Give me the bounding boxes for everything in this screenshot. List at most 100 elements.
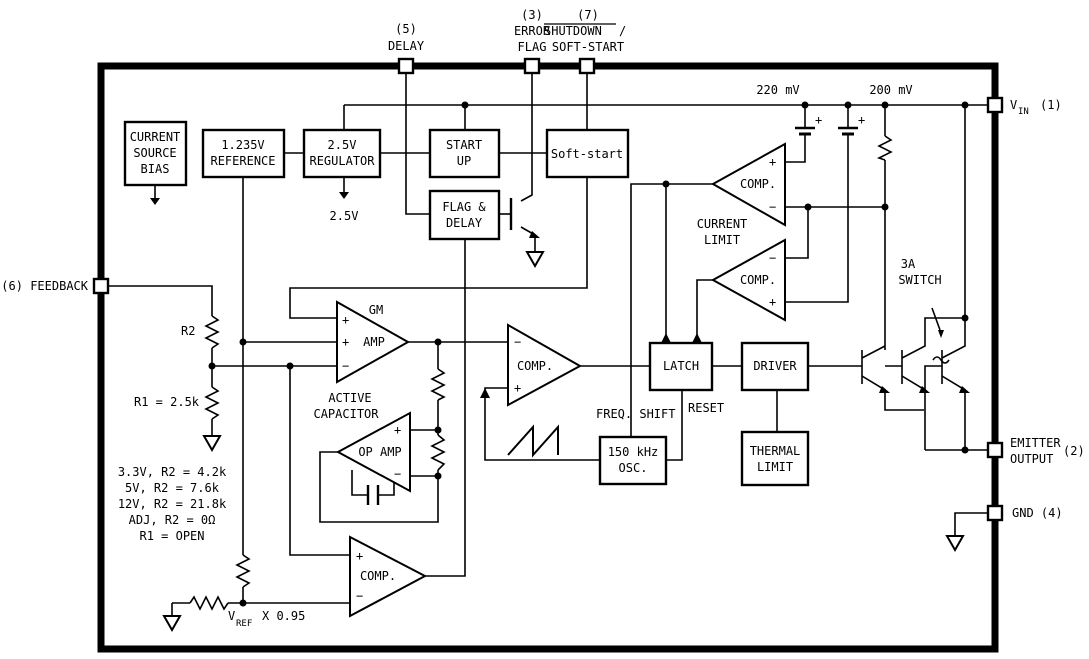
reference-label: 1.235V: [221, 138, 264, 152]
capacitor-icon: [366, 485, 380, 505]
flag-comparator-triangle: [349, 535, 428, 618]
resistor-table-row: R1 = OPEN: [139, 529, 204, 543]
pin-error-label: ERROR: [514, 24, 551, 38]
latch-label: LATCH: [663, 359, 699, 373]
flag-comp-plus: +: [356, 549, 363, 563]
arrow-up-icon: [661, 333, 671, 343]
resistor-ac2: [430, 434, 446, 471]
reference-block: [201, 128, 286, 179]
reset-label: RESET: [688, 401, 724, 415]
op-amp-triangle: [335, 411, 411, 493]
voltage-source-220mv: [795, 126, 815, 140]
pin-feedback: [92, 277, 110, 295]
cl-comp-top-minus: −: [769, 200, 776, 214]
current-limit-label-2: LIMIT: [704, 233, 740, 247]
pin-feedback-label: (6) FEEDBACK: [1, 279, 88, 293]
pin-emitter-label: EMITTER: [1010, 436, 1061, 450]
ground-icon: [162, 615, 182, 633]
regulator-label-2: REGULATOR: [309, 154, 375, 168]
pwm-comp-plus: +: [514, 381, 521, 395]
arrow-icon: [959, 386, 970, 393]
r1-label: R1 = 2.5k: [134, 395, 200, 409]
voltage-200mv-plus: +: [858, 113, 865, 127]
thermal-limit-label: THERMAL: [750, 444, 801, 458]
sawtooth-icon: [507, 424, 559, 458]
pin-delay-label: DELAY: [388, 39, 425, 53]
resistor-cl: [876, 135, 893, 161]
current-source-label-2: SOURCE: [133, 146, 176, 160]
pin-emitter-number: (2): [1063, 444, 1085, 458]
resistor-r2: [204, 315, 220, 349]
switch-label-2: SWITCH: [898, 273, 941, 287]
startup-label: START: [446, 138, 482, 152]
pwm-comp-minus: −: [514, 335, 521, 349]
arrow-icon: [919, 386, 930, 393]
resistor-r1: [204, 386, 220, 420]
pin-error-flag: [523, 57, 541, 75]
current-limit-comp-top-triangle: [710, 142, 786, 227]
op-amp-minus: −: [394, 467, 401, 481]
pin-vin-subscript: IN: [1018, 107, 1029, 117]
freq-shift-label: FREQ. SHIFT: [596, 407, 675, 421]
voltage-220mv-label: 220 mV: [756, 83, 799, 97]
resistor-ac1: [430, 368, 446, 401]
pin-shutdown-label: SHUTDOWN: [544, 24, 602, 38]
vref-subscript: REF: [236, 619, 252, 629]
arrow-up-icon: [480, 388, 490, 398]
pin-gnd: [986, 504, 1004, 522]
ground-icon: [945, 535, 965, 553]
pin-shutdown-number: (7): [577, 8, 599, 22]
pin-vin-label: V: [1010, 98, 1017, 112]
cl-comp-top-plus: +: [769, 155, 776, 169]
r2-label: R2: [181, 324, 195, 338]
tilde-icon: [932, 356, 950, 364]
oscillator-block: [598, 435, 668, 486]
resistor-table-row: ADJ, R2 = 0Ω: [129, 513, 216, 527]
regulator-output-label: 2.5V: [330, 209, 359, 223]
ground-icon: [525, 251, 545, 269]
startup-label-2: UP: [457, 154, 471, 168]
resistor-ref: [235, 554, 251, 588]
current-source-bias-block: [123, 120, 188, 187]
gm-plus-1: +: [342, 313, 349, 327]
pin-emitter-output: [986, 441, 1004, 459]
pin-error-number: (3): [521, 8, 543, 22]
voltage-source-200mv: [838, 126, 858, 140]
vref-label: V: [228, 609, 235, 623]
resistor-table-row: 3.3V, R2 = 4.2k: [118, 465, 227, 479]
active-capacitor-label: ACTIVE: [328, 391, 371, 405]
voltage-200mv-label: 200 mV: [869, 83, 912, 97]
flag-delay-label: FLAG &: [442, 200, 486, 214]
pin-shutdown-slash: /: [619, 24, 626, 38]
regulator-block: [302, 128, 382, 179]
arrow-down-icon: [339, 192, 349, 199]
vref-multiplier: X 0.95: [262, 609, 305, 623]
resistor-vref: [189, 595, 229, 611]
voltage-220mv-plus: +: [815, 113, 822, 127]
current-limit-comp-bottom-triangle: [710, 238, 786, 322]
flag-delay-label-2: DELAY: [446, 216, 483, 230]
startup-block: [428, 128, 501, 179]
driver-block: [740, 341, 810, 392]
resistor-table-row: 12V, R2 = 21.8k: [118, 497, 227, 511]
active-capacitor-label-2: CAPACITOR: [313, 407, 379, 421]
arrow-up-icon: [692, 333, 702, 343]
pin-delay: [397, 57, 415, 75]
pwm-comp-label: COMP.: [517, 359, 553, 373]
op-amp-label: OP AMP: [358, 445, 401, 459]
cl-comp-bottom-label: COMP.: [740, 273, 776, 287]
softstart-block: [545, 128, 630, 179]
ground-icon: [202, 435, 222, 453]
arrow-icon: [529, 231, 540, 238]
flag-delay-block: [428, 189, 501, 241]
regulator-label: 2.5V: [328, 138, 357, 152]
cl-comp-bottom-minus: −: [769, 251, 776, 265]
thermal-limit-label-2: LIMIT: [757, 460, 793, 474]
gm-amp-label: AMP: [363, 335, 385, 349]
flag-comp-minus: −: [356, 589, 363, 603]
arrow-down-icon: [150, 198, 160, 205]
gm-amp-triangle: [336, 300, 411, 384]
gm-minus: −: [342, 359, 349, 373]
op-amp-plus: +: [394, 423, 401, 437]
